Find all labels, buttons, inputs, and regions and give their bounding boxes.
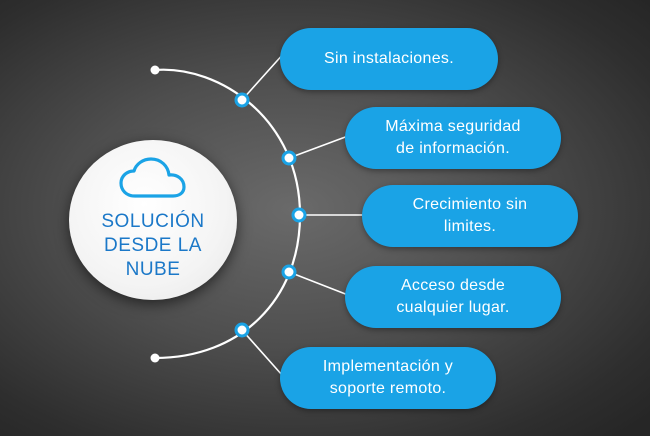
benefit-text: Máxima seguridad — [385, 118, 521, 135]
benefit-pill-access: Acceso desde cualquier lugar. — [345, 266, 561, 328]
node-1 — [234, 92, 250, 108]
center-title-line: NUBE — [125, 259, 181, 280]
connector-5 — [241, 329, 283, 376]
center-title-line: DESDE LA — [104, 235, 202, 256]
benefit-text: cualquier lugar. — [396, 299, 510, 316]
benefit-text: soporte remoto. — [329, 380, 447, 397]
benefit-pill-growth: Crecimiento sin limites. — [362, 185, 578, 247]
node-3 — [291, 207, 307, 223]
benefit-pill-security: Máxima seguridad de información. — [345, 107, 561, 169]
benefit-pill-support: Implementación y soporte remoto. — [280, 347, 496, 409]
node-5 — [234, 322, 250, 338]
connector-4 — [288, 271, 349, 296]
center-title-line: SOLUCIÓN — [101, 211, 205, 232]
benefit-text: Sin instalaciones. — [324, 50, 454, 67]
benefit-text: Acceso desde — [400, 277, 506, 294]
benefit-text: Implementación y — [322, 358, 454, 375]
connector-1 — [241, 51, 286, 101]
connector-2 — [288, 135, 349, 159]
arc-end-dot-bottom — [150, 353, 160, 363]
benefit-text: de información. — [396, 140, 510, 157]
benefit-text: Crecimiento sin — [412, 196, 528, 213]
node-4 — [281, 264, 297, 280]
arc-end-dot-top — [150, 65, 160, 75]
center-title: SOLUCIÓN DESDE LA NUBE — [69, 210, 237, 282]
node-2 — [281, 150, 297, 166]
cloud-icon — [119, 157, 186, 198]
center-circle: SOLUCIÓN DESDE LA NUBE — [69, 140, 237, 300]
benefit-text: limites. — [443, 218, 497, 235]
benefit-pill-no-installations: Sin instalaciones. — [280, 28, 498, 90]
